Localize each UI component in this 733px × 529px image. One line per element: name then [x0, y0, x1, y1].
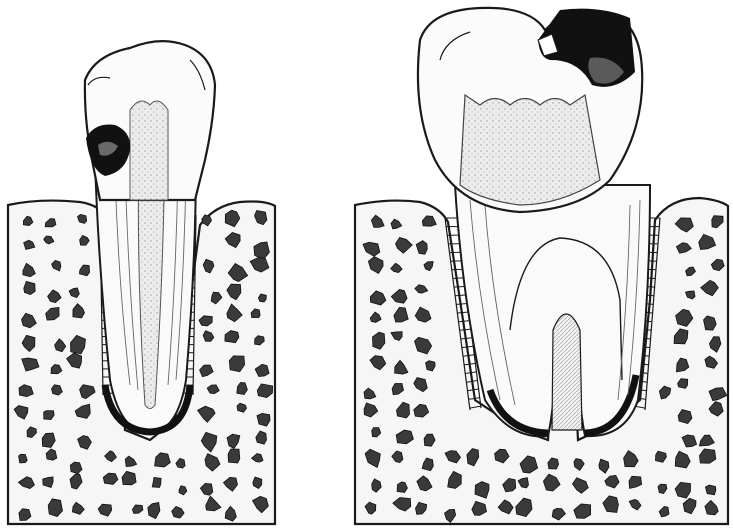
bone-pebble: [228, 449, 240, 463]
left-panel: [8, 41, 275, 524]
bone-pebble: [705, 485, 716, 495]
right-panel: [355, 8, 728, 524]
bone-pebble: [19, 385, 33, 397]
bone-pebble: [704, 316, 717, 330]
right-furcation-septum: [552, 314, 582, 430]
bone-pebble: [19, 454, 28, 463]
bone-pebble: [257, 413, 270, 426]
left-pulp-chamber: [130, 101, 168, 200]
bone-pebble: [24, 281, 35, 294]
bone-pebble: [152, 478, 161, 488]
right-pulp-chamber: [460, 95, 600, 205]
